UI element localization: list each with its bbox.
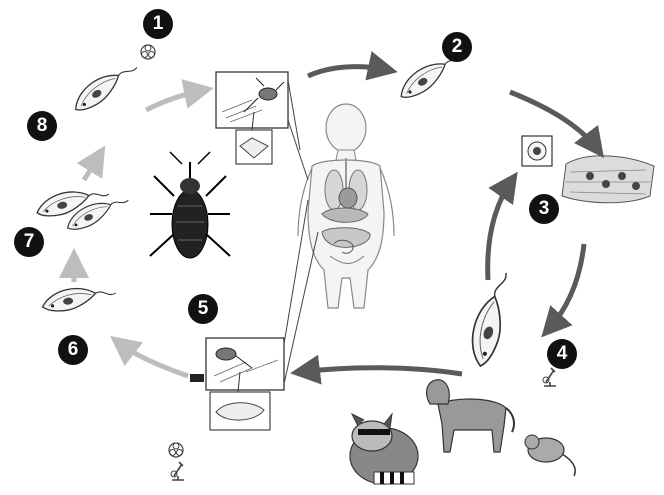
step-badge-2: 2 [442,32,472,62]
rat-reservoir [525,435,575,476]
biohazard-icon [141,45,155,59]
biohazard-icon [169,443,183,457]
human-host-figure [298,104,394,308]
inset-bug-feeding-top [216,72,308,180]
arrow-4-to-3 [488,180,512,280]
step-badge-7: 7 [14,227,44,257]
step-badge-4: 4 [547,339,577,369]
step-badge-5: 5 [188,294,218,324]
step-badge-6: 6 [58,335,88,365]
arrow-5-to-6 [118,342,188,376]
step-badge-1: 1 [143,9,173,39]
triatomine-bug [150,152,230,258]
arrow-1-to-2 [308,67,388,76]
step-badge-8: 8 [27,111,57,141]
arrow-8-to-1 [146,90,204,110]
trypomastigote-4 [462,269,521,369]
metacyclic-trypomastigote-8 [68,59,143,114]
raccoon-reservoir [350,414,418,484]
arrow-4-to-5 [300,368,462,374]
dog-reservoir [427,380,514,452]
arrow-3-to-4 [548,244,584,330]
microscope-icon [543,368,556,386]
epimastigote-6 [41,284,117,313]
microscope-icon [171,462,184,480]
step-badge-3: 3 [529,194,559,224]
infected-tissue [522,136,654,203]
arrow-7-to-8 [84,154,100,180]
